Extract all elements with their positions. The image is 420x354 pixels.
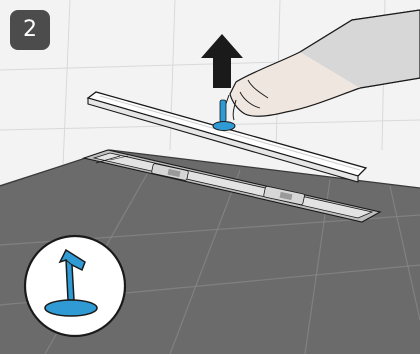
step-number-badge: 2 (10, 10, 50, 50)
suction-lifter-icon (25, 236, 125, 336)
